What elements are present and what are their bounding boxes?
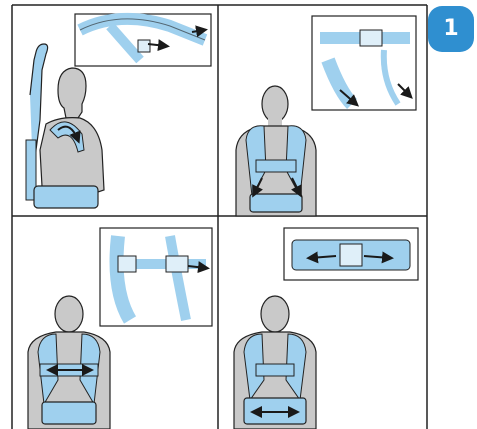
step-number: 1: [428, 6, 474, 52]
panel-back-view-sternum-strap: [28, 228, 212, 429]
panel-back-view-load-lifters: [236, 16, 416, 216]
panel-side-view: [26, 14, 211, 208]
panel-back-view-hip-belt: [234, 228, 418, 429]
